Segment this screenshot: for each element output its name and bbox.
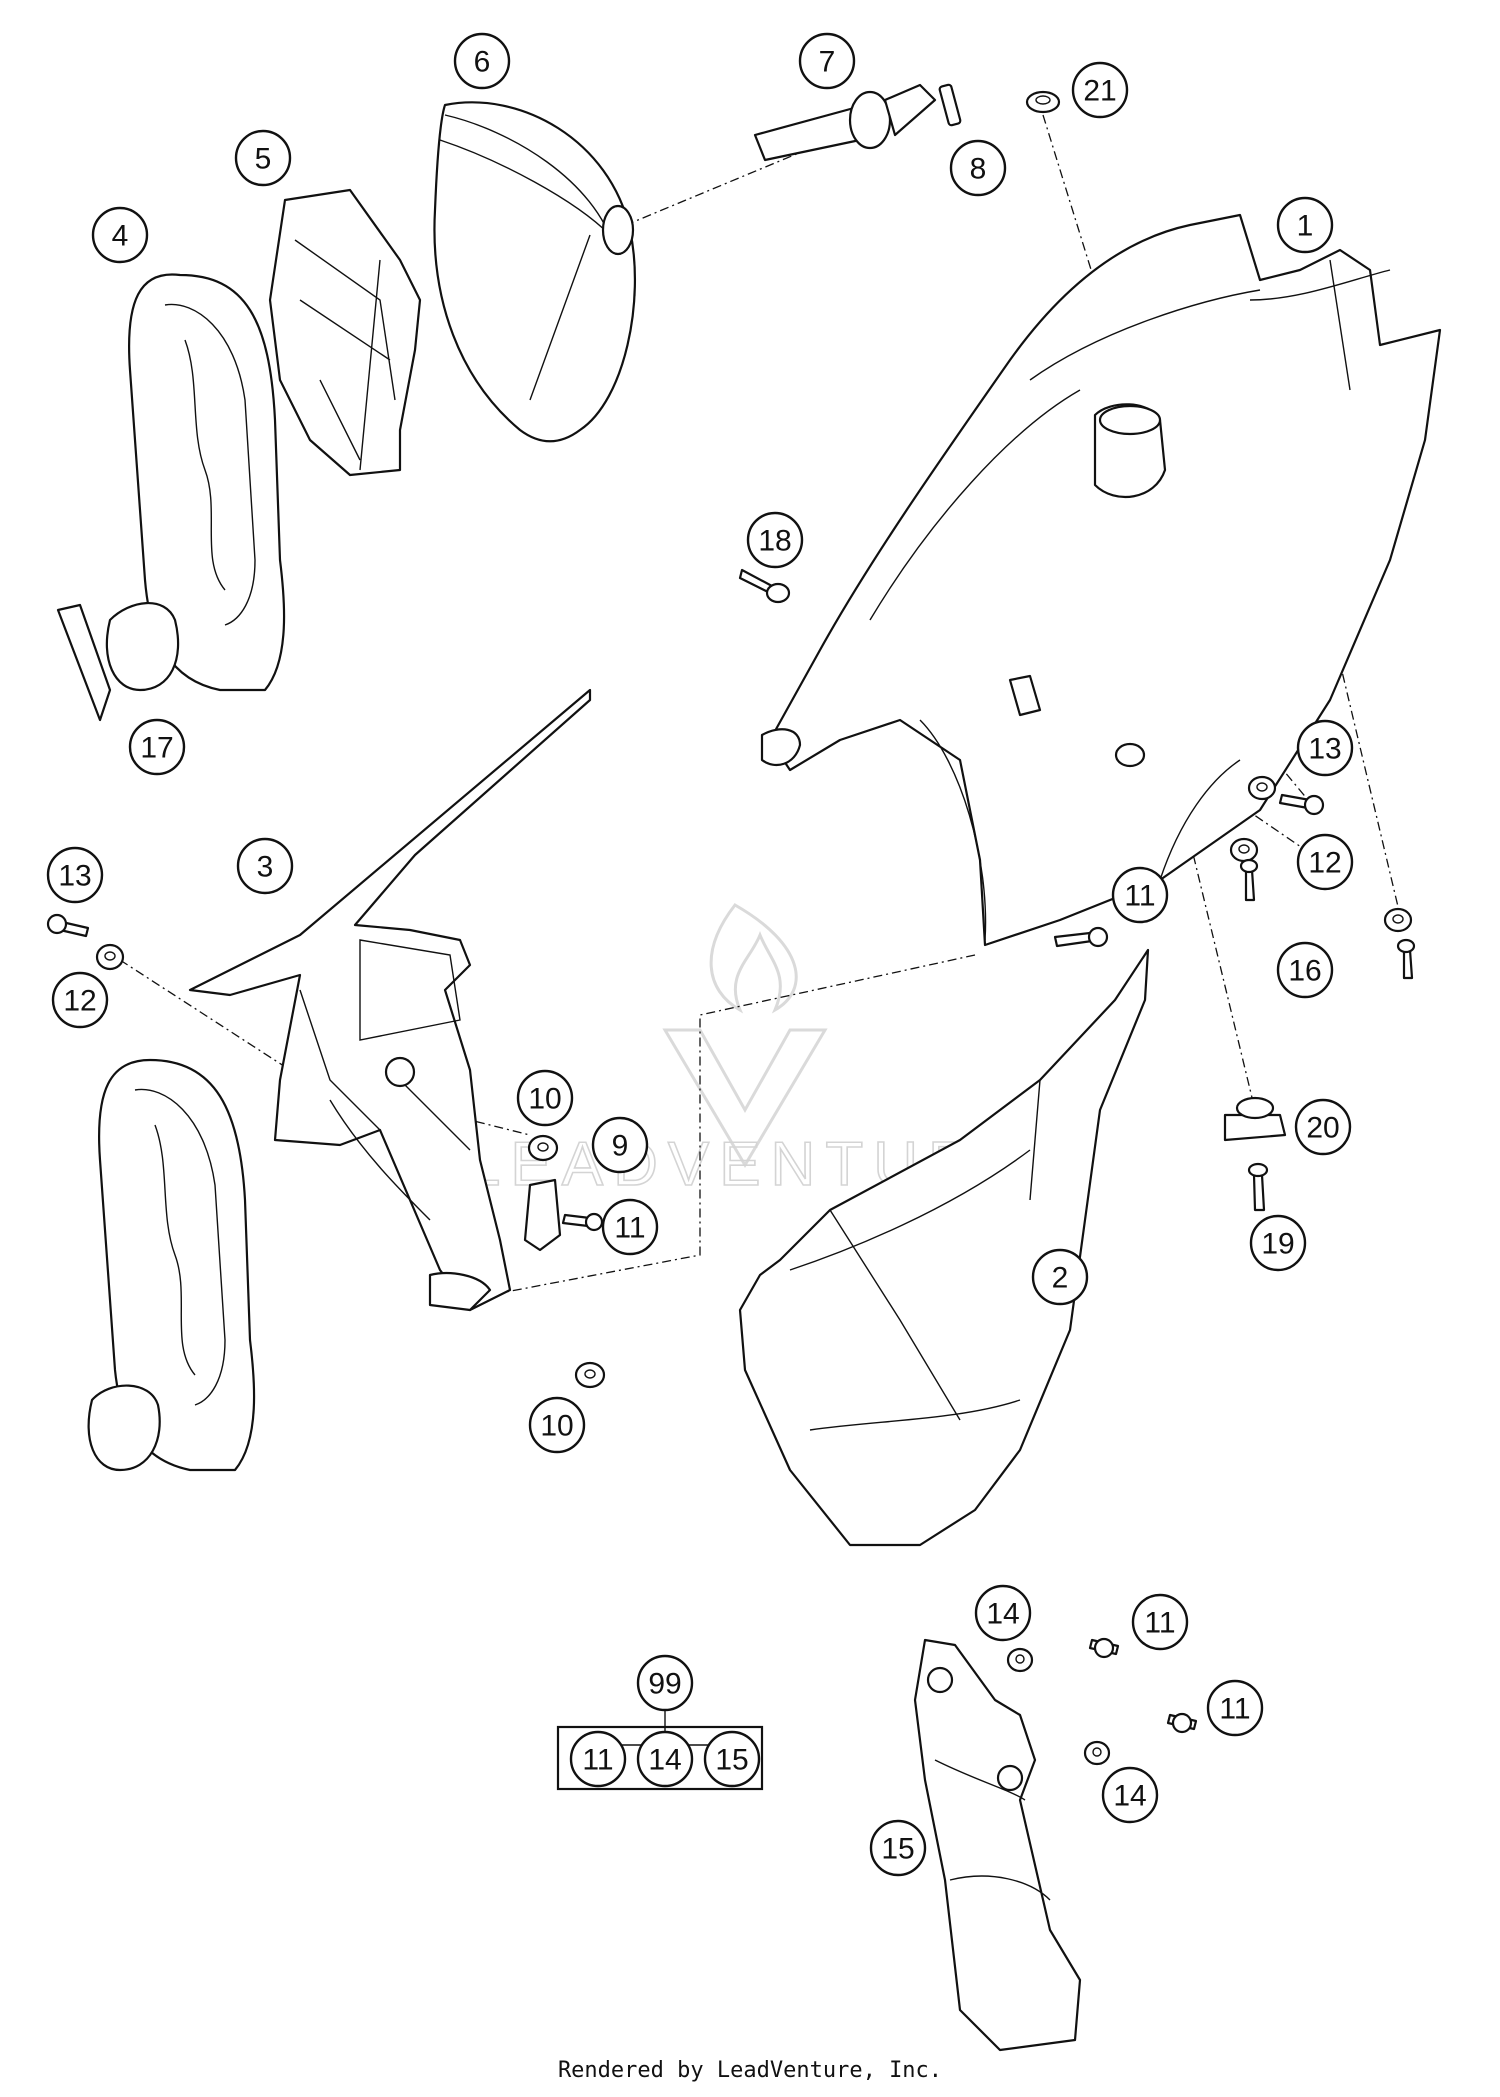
callout-3: 3 <box>236 837 294 895</box>
part-19-bolt <box>1247 1162 1269 1212</box>
callout-6: 6 <box>453 32 511 90</box>
part-11-bolt-guard-a <box>1088 1637 1120 1659</box>
kit-item-15: 15 <box>703 1730 761 1788</box>
kit-item-15-label: 15 <box>715 1744 748 1777</box>
callout-16: 16 <box>1276 941 1334 999</box>
callout-7-label: 7 <box>819 46 836 79</box>
callout-15: 15 <box>869 1819 927 1877</box>
callout-19: 19 <box>1249 1214 1307 1272</box>
callout-20-label: 20 <box>1306 1112 1339 1145</box>
part-3-airbox <box>188 688 592 1312</box>
callout-20: 20 <box>1294 1098 1352 1156</box>
callout-1: 1 <box>1276 196 1334 254</box>
callout-10a: 10 <box>516 1069 574 1127</box>
part-14-nut-a <box>1006 1647 1034 1673</box>
part-10-nut-b <box>574 1361 606 1389</box>
callout-10b-label: 10 <box>540 1410 573 1443</box>
part-13-screw-right <box>1278 793 1325 816</box>
part-20-tank-mount <box>1223 1096 1287 1142</box>
part-4-air-boot-lower <box>87 1058 256 1472</box>
part-5-filter-cage <box>268 188 422 477</box>
part-12-bushing-right-a <box>1247 775 1277 801</box>
callout-4-label: 4 <box>112 220 129 253</box>
callout-11d-label: 11 <box>1219 1693 1250 1726</box>
kit-99-label: 99 <box>648 1668 681 1701</box>
callout-13a: 13 <box>46 846 104 904</box>
callout-2-label: 2 <box>1052 1262 1069 1295</box>
callout-10a-label: 10 <box>528 1083 561 1116</box>
callout-14a-label: 14 <box>986 1598 1019 1631</box>
callout-11a-label: 11 <box>1124 880 1155 913</box>
callout-10b: 10 <box>528 1396 586 1454</box>
callout-11a: 11 <box>1111 866 1169 924</box>
callout-19-label: 19 <box>1261 1228 1294 1261</box>
part-11-bolt-airbox <box>561 1212 604 1232</box>
callout-13a-label: 13 <box>58 860 91 893</box>
part-9-clip <box>523 1178 562 1252</box>
render-credit: Rendered by LeadVenture, Inc. <box>557 2058 943 2083</box>
callout-17-label: 17 <box>140 732 173 765</box>
callout-1-label: 1 <box>1297 210 1314 243</box>
callout-21: 21 <box>1071 61 1129 119</box>
callout-14b-label: 14 <box>1113 1780 1146 1813</box>
callout-7: 7 <box>798 32 856 90</box>
callout-2: 2 <box>1031 1248 1089 1306</box>
part-6-air-filter <box>433 101 636 443</box>
part-2-side-panel <box>738 948 1150 1547</box>
part-14-nut-b <box>1083 1740 1111 1766</box>
part-12-bushing-right-b <box>1229 837 1259 863</box>
callout-13b-label: 13 <box>1308 733 1341 766</box>
callout-11d: 11 <box>1206 1679 1264 1737</box>
part-16-bolt-b <box>1396 938 1416 980</box>
part-13-screw-left <box>46 913 90 938</box>
callout-14a: 14 <box>974 1584 1032 1642</box>
kit-item-14: 14 <box>636 1730 694 1788</box>
callout-5: 5 <box>234 129 292 187</box>
callout-16-label: 16 <box>1288 955 1321 988</box>
callout-13b: 13 <box>1296 719 1354 777</box>
part-11-bolt-guard-b <box>1166 1712 1198 1734</box>
callout-12b: 12 <box>1296 833 1354 891</box>
part-7-filter-holder <box>753 83 937 162</box>
callout-14b: 14 <box>1101 1766 1159 1824</box>
callout-12a-label: 12 <box>63 985 96 1018</box>
kit-item-14-label: 14 <box>648 1744 681 1777</box>
part-10-nut-a <box>527 1134 559 1162</box>
callout-17: 17 <box>128 718 186 776</box>
callout-9-label: 9 <box>612 1130 629 1163</box>
callout-15-label: 15 <box>881 1833 914 1866</box>
callout-5-label: 5 <box>255 143 272 176</box>
callout-11c: 11 <box>1131 1593 1189 1651</box>
callout-9: 9 <box>591 1116 649 1174</box>
kit-item-11: 11 <box>569 1730 627 1788</box>
part-12-bushing-right-c <box>1383 907 1413 933</box>
part-15-heat-guard <box>913 1638 1082 2052</box>
kit-item-11-label: 11 <box>582 1744 613 1777</box>
callout-8-label: 8 <box>970 153 987 186</box>
part-12-bushing-left <box>95 943 125 971</box>
callout-6-label: 6 <box>474 46 491 79</box>
kit-99-box <box>556 1725 764 1791</box>
part-21-grommet <box>1025 90 1061 114</box>
callout-4: 4 <box>91 206 149 264</box>
callout-21-label: 21 <box>1083 75 1116 108</box>
part-4-air-boot <box>56 273 286 722</box>
callout-11c-label: 11 <box>1144 1607 1175 1640</box>
callout-12a: 12 <box>51 971 109 1029</box>
part-16-bolt-a <box>1239 858 1259 902</box>
callout-11b-label: 11 <box>614 1212 645 1245</box>
kit-99-callout: 99 <box>636 1654 694 1712</box>
callout-12b-label: 12 <box>1308 847 1341 880</box>
callout-18: 18 <box>746 511 804 569</box>
part-8-pin <box>938 83 962 127</box>
callout-8: 8 <box>949 139 1007 197</box>
callout-18-label: 18 <box>758 525 791 558</box>
part-11-bolt-tank <box>1053 926 1109 948</box>
part-18-screw <box>738 568 791 604</box>
callout-11b: 11 <box>601 1198 659 1256</box>
part-1-fuel-tank <box>760 213 1442 947</box>
callout-3-label: 3 <box>257 851 274 884</box>
